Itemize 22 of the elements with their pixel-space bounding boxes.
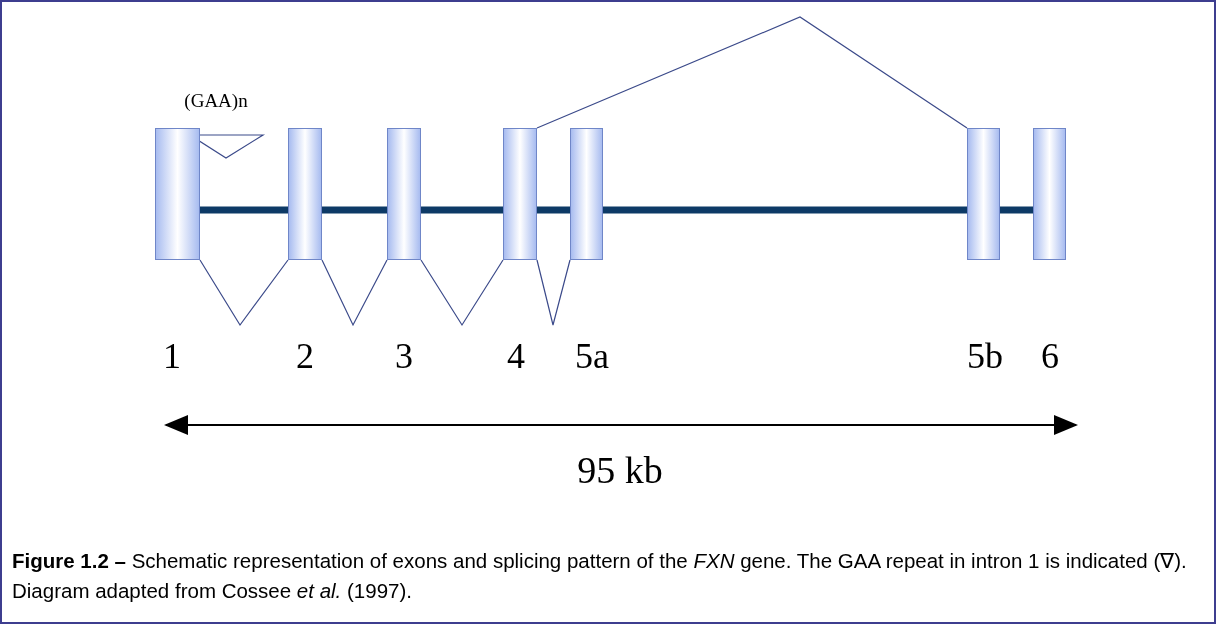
exon-number: 5a: [575, 338, 609, 374]
exon-number: 2: [296, 338, 314, 374]
exon-number: 4: [507, 338, 525, 374]
exon-box: [387, 128, 421, 260]
exon-box: [1033, 128, 1066, 260]
splice-line: [536, 16, 968, 129]
exon-box: [288, 128, 322, 260]
exon-box: [967, 128, 1000, 260]
length-label: 95 kb: [577, 451, 663, 489]
figure-caption: Figure 1.2 – Schematic representation of exons and splicing pattern of the FXN gene. The GAA repeat in intron 1 is indicated (∇). Diagram adapted from Cossee et al. (1997).: [12, 548, 1188, 604]
repeat-label: (GAA)n: [184, 90, 248, 110]
splice-line: [420, 259, 504, 327]
exon-box: [570, 128, 603, 260]
exon-box: [155, 128, 200, 260]
exon-box: [503, 128, 537, 260]
splice-line: [199, 259, 289, 327]
exon-number: 6: [1041, 338, 1059, 374]
splice-line: [321, 259, 388, 327]
exon-number: 5b: [967, 338, 1003, 374]
splice-line: [536, 259, 571, 326]
exon-number: 1: [163, 338, 181, 374]
exon-number: 3: [395, 338, 413, 374]
